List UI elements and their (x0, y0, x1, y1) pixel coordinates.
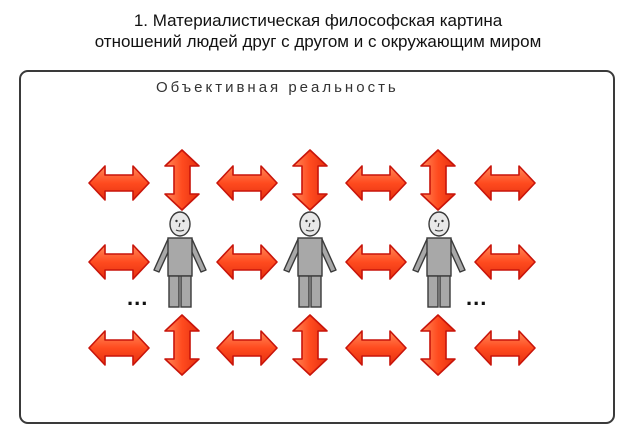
horizontal-arrow-icon (474, 330, 536, 366)
person-icon (153, 211, 207, 308)
vertical-arrow-icon (164, 149, 200, 211)
person-icon (283, 211, 337, 308)
horizontal-arrow-icon (88, 244, 150, 280)
horizontal-arrow-icon (88, 330, 150, 366)
ellipsis-right: ... (466, 285, 487, 310)
vertical-arrow-icon (420, 314, 456, 376)
horizontal-arrow-icon (345, 165, 407, 201)
vertical-arrow-icon (420, 149, 456, 211)
vertical-arrow-icon (292, 149, 328, 211)
vertical-arrow-icon (292, 314, 328, 376)
vertical-arrow-icon (164, 314, 200, 376)
horizontal-arrow-icon (216, 165, 278, 201)
ellipsis-left: ... (127, 285, 148, 310)
horizontal-arrow-icon (216, 244, 278, 280)
horizontal-arrow-icon (88, 165, 150, 201)
horizontal-arrow-icon (345, 244, 407, 280)
frame-label: Объективная реальность (156, 79, 399, 96)
horizontal-arrow-icon (474, 244, 536, 280)
person-icon (412, 211, 466, 308)
horizontal-arrow-icon (474, 165, 536, 201)
title-line-2: отношений людей друг с другом и с окружа… (94, 32, 542, 51)
title-line-1: 1. Материалистическая философская картин… (133, 11, 503, 30)
diagram-title: 1. Материалистическая философская картин… (0, 10, 636, 52)
objective-reality-frame (19, 70, 615, 424)
horizontal-arrow-icon (216, 330, 278, 366)
horizontal-arrow-icon (345, 330, 407, 366)
